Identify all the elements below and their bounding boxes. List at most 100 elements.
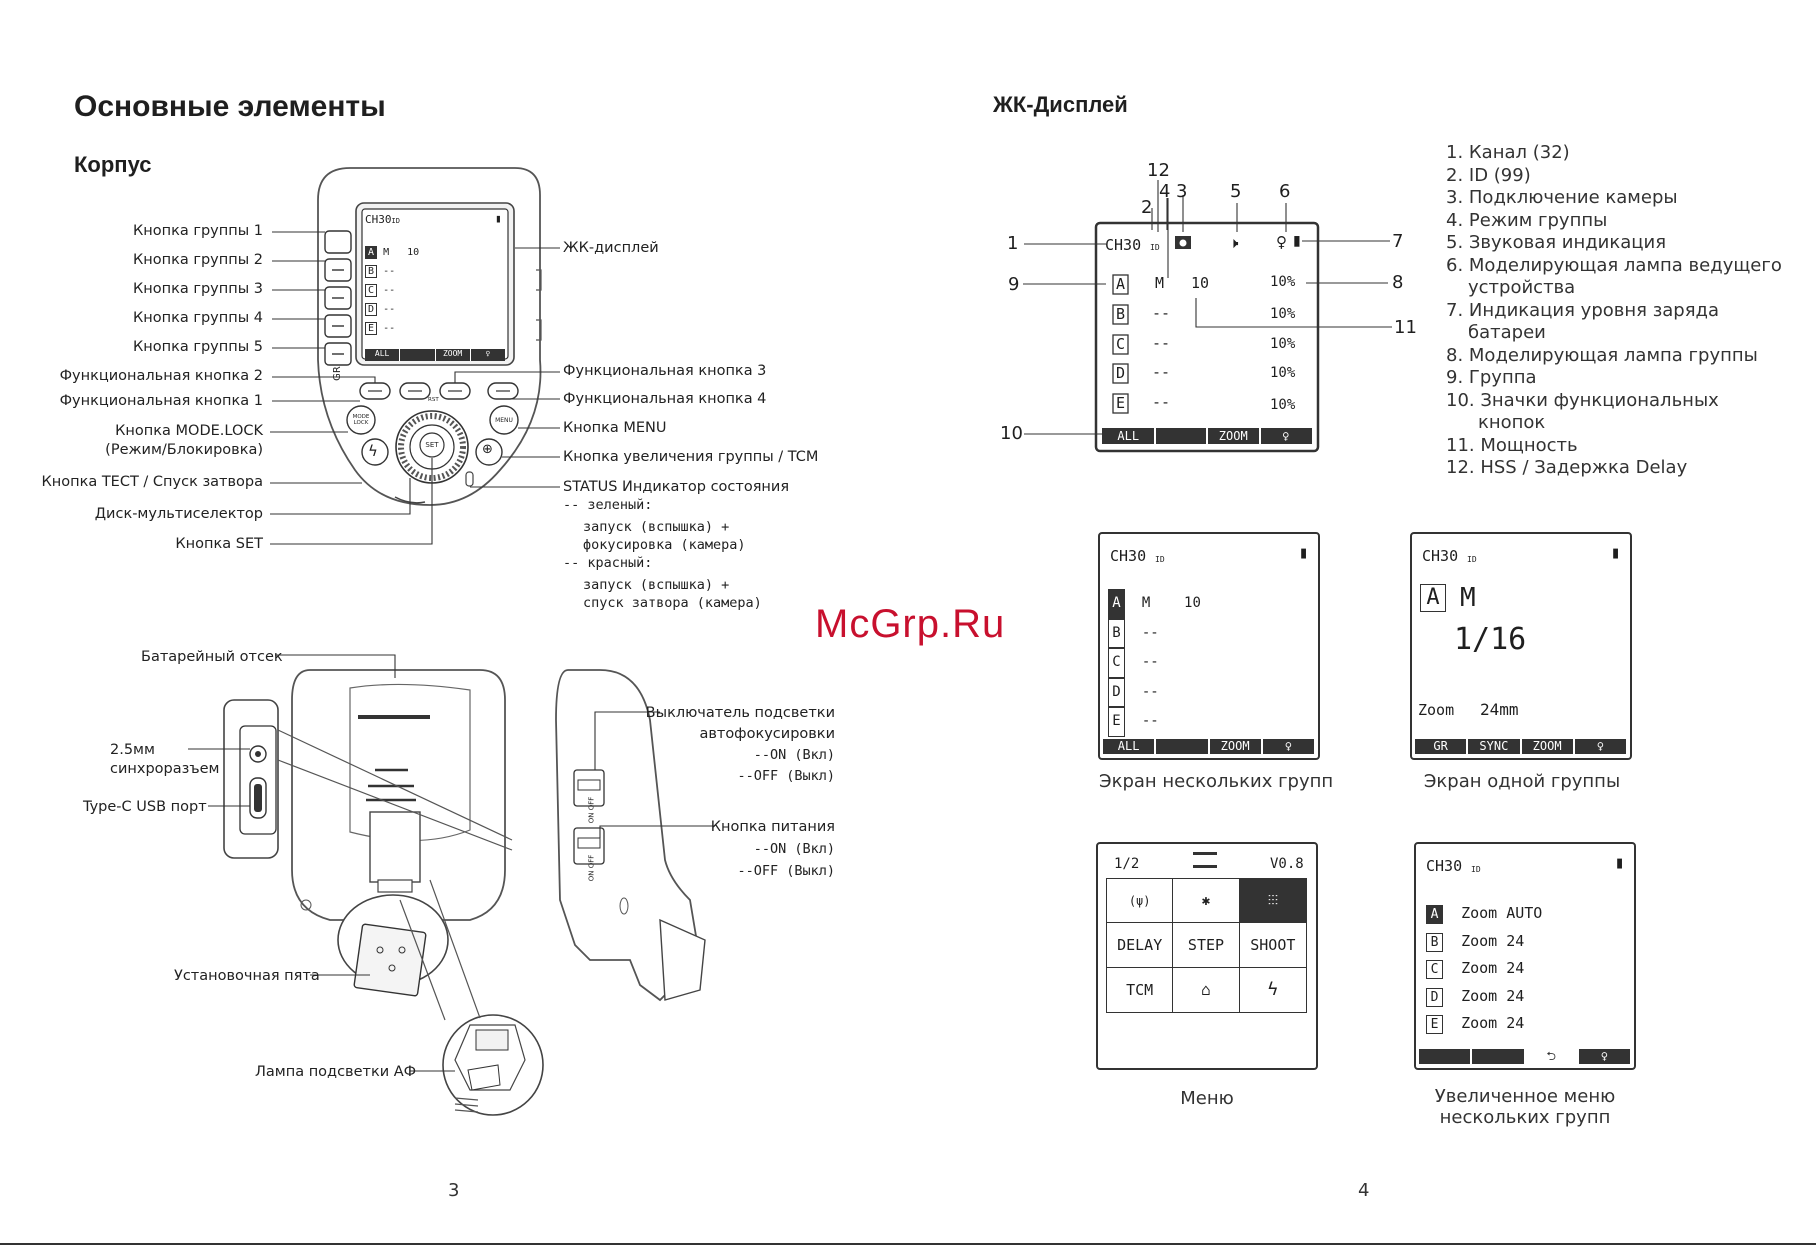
zoom-softkey-4: ♀	[1600, 1049, 1608, 1063]
zoom-row-e-value[interactable]: Zoom 24	[1461, 1014, 1525, 1032]
multi-group-a: A	[1108, 589, 1125, 619]
menu-bluetooth-icon[interactable]: ✱	[1173, 879, 1240, 924]
label-power-on: --ON (Вкл)	[753, 841, 835, 857]
label-group-button-1: Кнопка группы 1	[132, 223, 263, 239]
main-lcd-softkey-1: ALL	[1117, 429, 1140, 443]
menu-wireless-icon[interactable]: (ψ)	[1107, 879, 1174, 924]
menu-screen: 1/2 V0.8 (ψ) ✱ ⫶⫶⫶ DELAY STEP SHOOT TCM …	[1096, 842, 1318, 1070]
single-group-screen: CH30 ID ▮ A M 1/16 Zoom 24mm GR SYNC ZOO…	[1410, 532, 1632, 760]
battery-icon: ▮	[1612, 546, 1620, 561]
label-status-red-1: запуск (вспышка) +	[583, 577, 730, 593]
menu-settings-icon[interactable]: ⫶⫶⫶	[1239, 879, 1306, 924]
zoom-screen-channel: CH30	[1426, 857, 1463, 875]
caption-zoom-menu-1: Увеличенное меню	[1434, 1086, 1616, 1107]
main-lcd-id: ID	[1150, 243, 1160, 252]
label-status-indicator: STATUS Индикатор состояния	[563, 479, 790, 495]
device-group-b: B	[365, 265, 378, 278]
label-af-on: --ON (Вкл)	[753, 747, 835, 763]
multi-softkey-4: ♀	[1284, 739, 1292, 753]
single-zoom-value: 24mm	[1480, 700, 1519, 719]
multi-screen-channel: CH30	[1110, 547, 1147, 565]
label-status-red-2: спуск затвора (камера)	[583, 595, 762, 611]
caption-single-group: Экран одной группы	[1423, 771, 1621, 792]
menu-tcm[interactable]: TCM	[1107, 967, 1174, 1012]
device-softkey-3: ZOOM	[436, 349, 471, 361]
mode-lock-button: MODE LOCK	[352, 414, 370, 426]
menu-step[interactable]: STEP	[1173, 923, 1240, 968]
single-mode: M	[1460, 583, 1476, 613]
label-status-green-1: запуск (вспышка) +	[583, 519, 730, 535]
zoom-group-b: B	[1426, 932, 1443, 952]
multi-row-d-dash: --	[1141, 683, 1159, 700]
zoom-screen-id: ID	[1471, 865, 1481, 874]
main-lcd-pct-c: 10%	[1270, 336, 1296, 352]
label-group-button-5: Кнопка группы 5	[132, 339, 263, 355]
label-battery-compartment: Батарейный отсек	[141, 649, 283, 665]
label-af-switch-1: Выключатель подсветки	[645, 705, 835, 721]
device-softkey-1: ALL	[365, 349, 401, 361]
label-function-button-2: Функциональная кнопка 2	[59, 368, 263, 384]
menu-flash-icon[interactable]: ϟ	[1267, 979, 1279, 1001]
legend-item-7: 7. Индикация уровня заряда	[1446, 299, 1720, 321]
multi-row-e-dash: --	[1141, 713, 1159, 729]
zoom-group-a: A	[1426, 905, 1443, 924]
section-title-body: Корпус	[74, 152, 152, 177]
label-function-button-3: Функциональная кнопка 3	[563, 363, 767, 379]
multi-row-c-dash: --	[1141, 654, 1159, 670]
caption-multi-group: Экран нескольких групп	[1099, 771, 1334, 792]
caption-zoom-menu: Увеличенное меню нескольких групп	[1414, 1086, 1636, 1128]
multi-row-a-mode: M	[1141, 595, 1151, 611]
callout-3: 3	[1176, 181, 1188, 202]
single-softkey-1: GR	[1415, 739, 1469, 754]
legend-item-11: 11. Мощность	[1446, 434, 1578, 456]
page-number-right: 4	[1358, 1180, 1370, 1201]
zoom-row-c-value[interactable]: Zoom 24	[1461, 959, 1525, 977]
label-lcd: ЖК-дисплей	[563, 240, 659, 256]
test-button-flash-icon: ϟ	[368, 442, 378, 460]
multi-group-c: C	[1108, 648, 1125, 678]
multi-row-b-dash: --	[1141, 624, 1159, 641]
modeling-lamp-icon: ♀	[1276, 233, 1287, 251]
device-screen-channel: CH30	[365, 213, 392, 226]
lcd-legend-list: 1. Канал (32) 2. ID (99) 3. Подключение …	[1446, 142, 1782, 480]
legend-item-4: 4. Режим группы	[1446, 209, 1608, 231]
main-lcd-row-c-dash: --	[1152, 334, 1171, 352]
label-sync-1: 2.5мм	[110, 742, 155, 758]
menu-grid: (ψ) ✱ ⫶⫶⫶ DELAY STEP SHOOT TCM ⌂ ϟ	[1106, 878, 1307, 1013]
label-group-button-2: Кнопка группы 2	[132, 252, 263, 268]
legend-item-1: 1. Канал (32)	[1446, 142, 1570, 163]
multi-screen-id: ID	[1155, 555, 1165, 564]
legend-item-12: 12. HSS / Задержка Delay	[1446, 457, 1688, 478]
multi-screen-softkeys: ALL ZOOM ♀	[1103, 739, 1314, 754]
main-lcd-softkey-3: ZOOM	[1218, 429, 1248, 443]
bottom-rule	[0, 1243, 1816, 1245]
menu-af-lamp-icon[interactable]: ⌂	[1173, 967, 1240, 1012]
callout-7: 7	[1392, 231, 1404, 252]
multi-softkey-1: ALL	[1103, 739, 1157, 754]
device-group-c: C	[365, 284, 378, 297]
callout-1: 1	[1007, 233, 1019, 254]
zoom-row-b-value[interactable]: Zoom 24	[1461, 931, 1525, 950]
caption-menu: Меню	[1180, 1088, 1234, 1109]
zoom-row-a-value[interactable]: Zoom AUTO	[1461, 904, 1543, 922]
single-softkey-4: ♀	[1596, 739, 1604, 753]
zoom-group-e: E	[1426, 1015, 1443, 1034]
back-icon: ⮌	[1525, 1049, 1579, 1064]
set-button: SET	[425, 441, 439, 449]
menu-shoot[interactable]: SHOOT	[1239, 923, 1306, 968]
legend-item-2: 2. ID (99)	[1446, 164, 1531, 186]
zoom-menu-screen: CH30 ID ▮ A Zoom AUTO B Zoom 24 C Zoom 2…	[1414, 842, 1636, 1070]
multi-group-d: D	[1108, 677, 1125, 707]
callout-12: 12	[1147, 160, 1170, 181]
callout-2: 2	[1141, 197, 1153, 218]
main-lcd-pct-e: 10%	[1270, 397, 1296, 413]
label-function-button-4: Функциональная кнопка 4	[563, 391, 767, 407]
label-test-button: Кнопка ТЕСТ / Спуск затвора	[41, 474, 263, 490]
callout-6: 6	[1279, 181, 1291, 202]
zoom-row-d-value[interactable]: Zoom 24	[1461, 986, 1525, 1005]
legend-item-10-cont: кнопок	[1478, 412, 1546, 433]
multi-group-b: B	[1108, 618, 1125, 648]
main-lcd-softkeys: ALL ZOOM ♀	[1102, 429, 1312, 444]
menu-delay[interactable]: DELAY	[1107, 923, 1174, 968]
device-screen-id: ID	[391, 217, 400, 225]
